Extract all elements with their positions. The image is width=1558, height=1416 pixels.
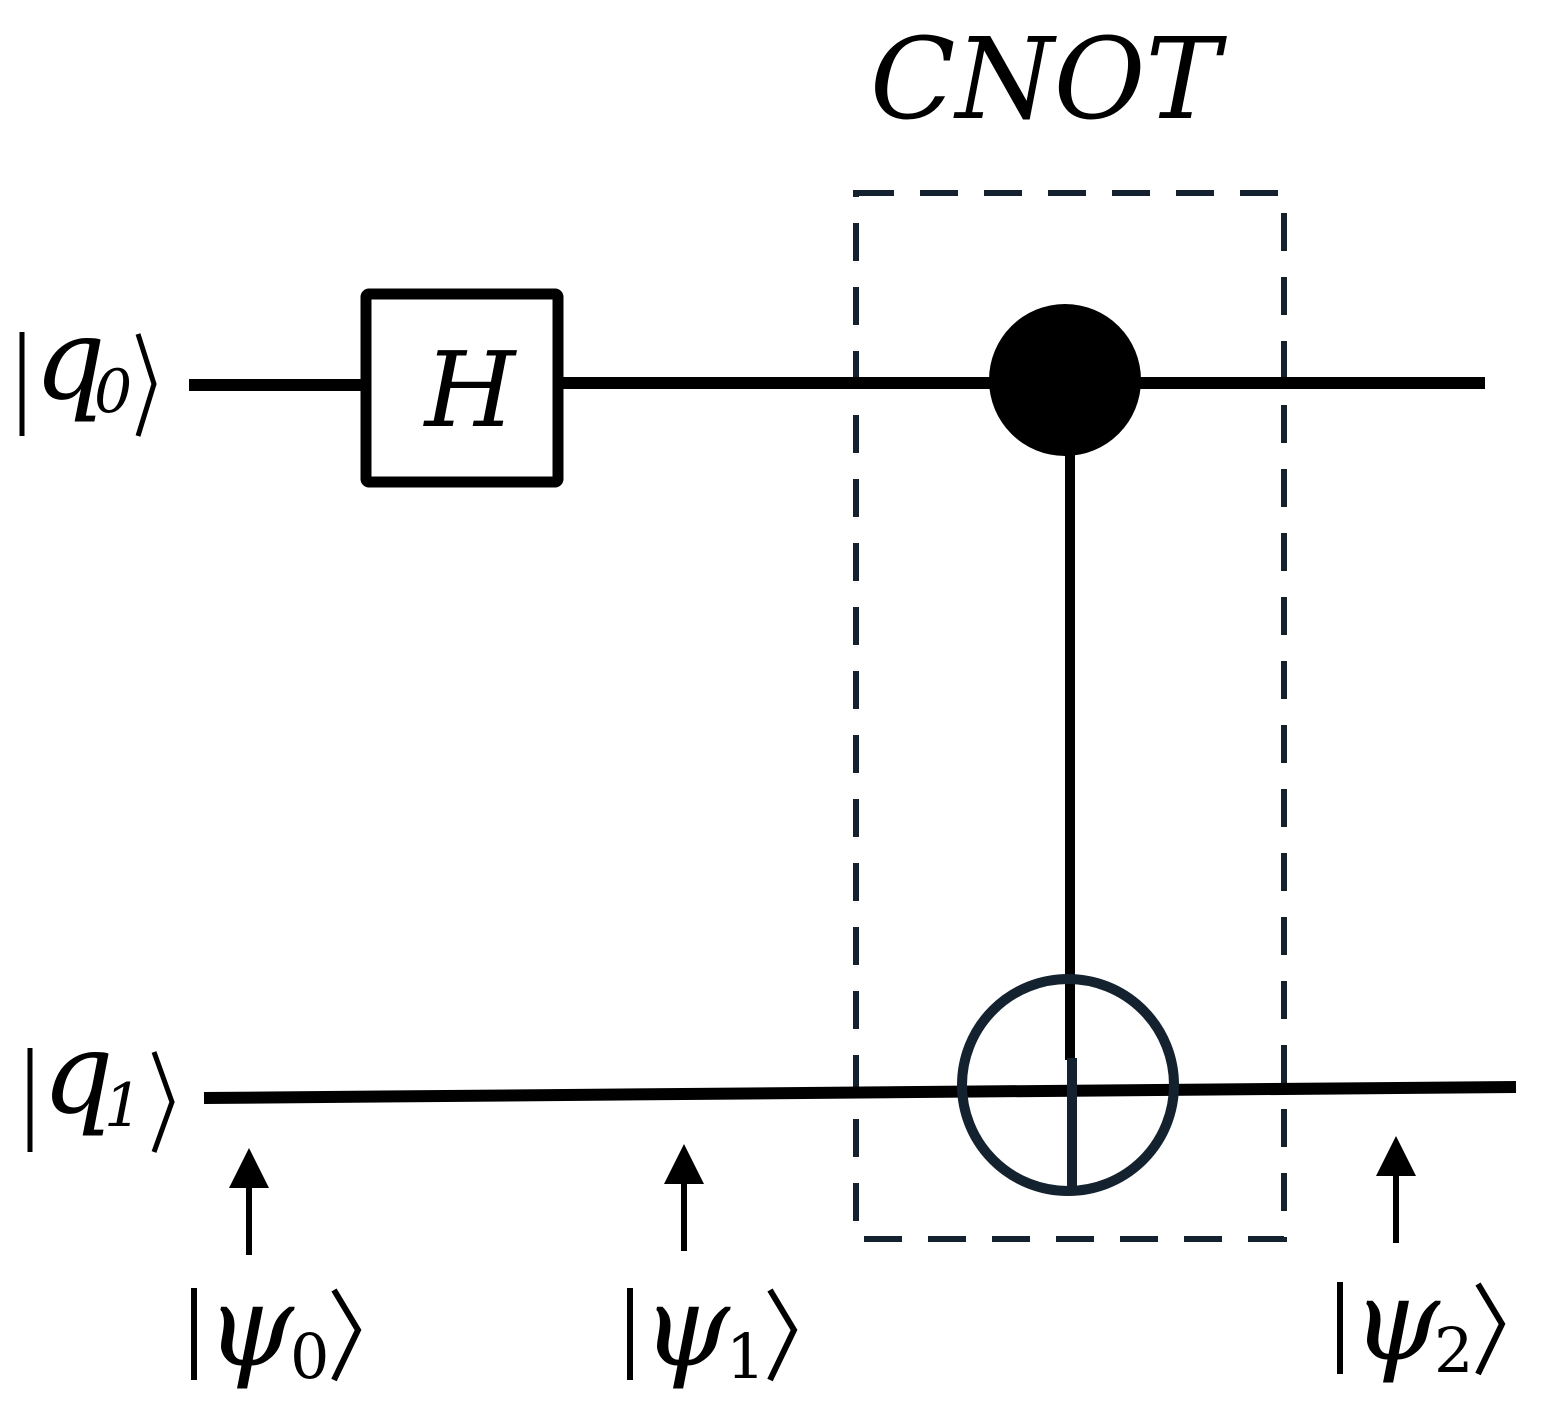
- hadamard-gate-label: H: [423, 329, 518, 451]
- q0-label-letter: q: [34, 295, 106, 425]
- psi2-arrow: [1376, 1136, 1416, 1243]
- psi0-index: 0: [290, 1320, 329, 1393]
- psi0-symbol: ψ: [206, 1262, 295, 1392]
- cnot-title: CNOT: [870, 15, 1228, 145]
- q1-label-letter: q: [42, 1009, 114, 1139]
- q0-label-index: 0: [94, 357, 132, 427]
- psi0-arrow: [229, 1148, 269, 1255]
- psi1-index: 1: [726, 1320, 765, 1393]
- hadamard-gate-box: [360, 288, 564, 488]
- psi0-label: ψ 0: [191, 1262, 362, 1393]
- psi1-label: ψ 1: [627, 1262, 798, 1393]
- psi1-arrow: [664, 1144, 704, 1251]
- q1-label: q 1: [27, 1009, 175, 1153]
- psi2-label: ψ 2: [1337, 1256, 1506, 1387]
- q1-label-index: 1: [104, 1071, 142, 1141]
- q0-label: q 0: [19, 295, 157, 437]
- psi2-symbol: ψ: [1352, 1256, 1441, 1386]
- q0-label-ket: [135, 333, 157, 437]
- psi2-index: 2: [1434, 1314, 1473, 1387]
- cnot-dashed-box: [853, 190, 1287, 1242]
- psi1-symbol: ψ: [642, 1262, 731, 1392]
- cnot-control-dot: [989, 304, 1141, 456]
- q1-label-ket: [151, 1051, 175, 1153]
- q1-wire: [203, 1081, 1517, 1104]
